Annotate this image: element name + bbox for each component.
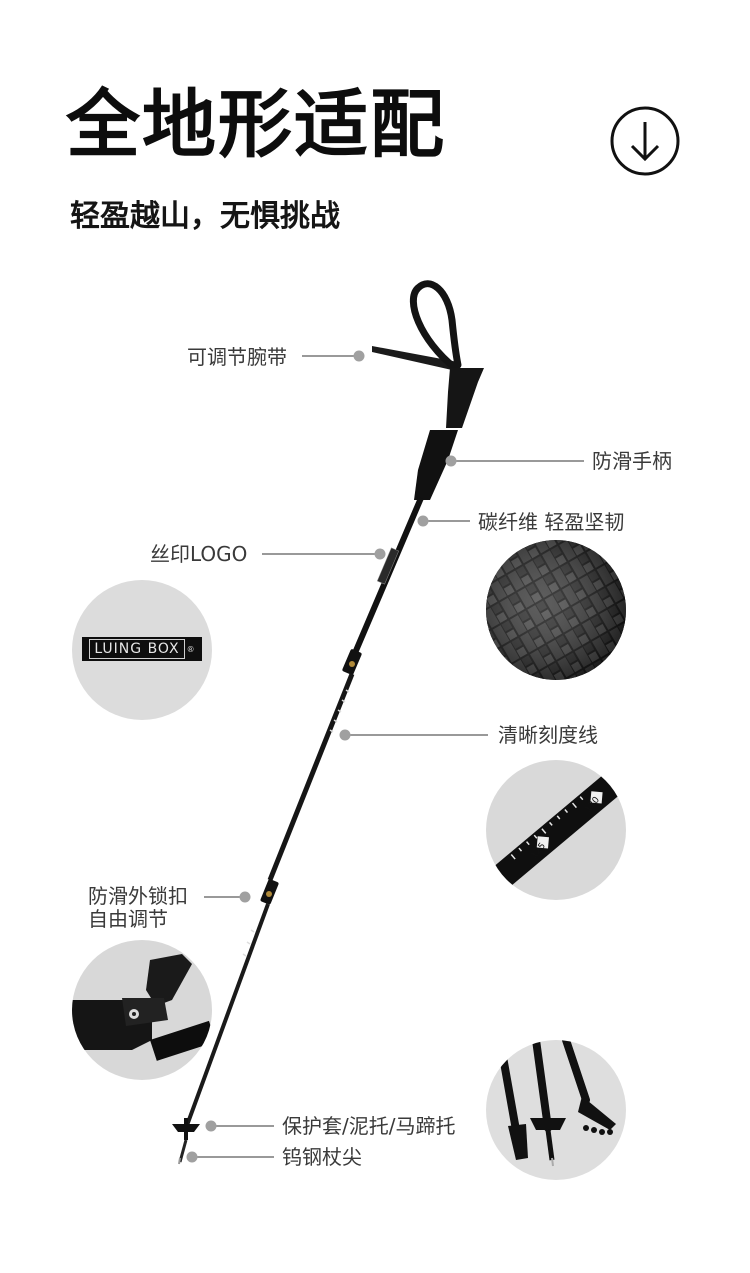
callout-dot	[353, 350, 365, 362]
callout-dot	[374, 548, 386, 560]
label-lock: 防滑外锁扣 自由调节	[88, 884, 188, 931]
grip	[414, 430, 458, 500]
label-wrist-strap: 可调节腕带	[187, 345, 287, 369]
wrist-strap-loop	[409, 280, 462, 372]
label-basket: 保护套/泥托/马蹄托	[282, 1114, 456, 1138]
logo-text: LUING BOX	[89, 639, 185, 659]
detail-tips-image	[486, 1040, 626, 1180]
callout-dot	[205, 1120, 217, 1132]
label-logo-print: 丝印LOGO	[150, 542, 248, 566]
handle-top	[446, 368, 484, 428]
wrist-strap	[372, 346, 458, 370]
label-scale-lines: 清晰刻度线	[498, 723, 598, 747]
callout-dot	[339, 729, 351, 741]
callout-dot	[445, 455, 457, 467]
tip	[178, 1139, 188, 1163]
callout-dot	[239, 891, 251, 903]
registered-mark-icon: ®	[186, 644, 195, 654]
arrow-down-circle-icon[interactable]	[608, 104, 682, 178]
shaft-lower	[184, 903, 270, 1129]
shaft-middle	[267, 673, 355, 881]
shaft-logo-print	[376, 547, 400, 585]
label-carbon: 碳纤维 轻盈坚韧	[478, 510, 625, 534]
callout-dot	[417, 515, 429, 527]
detail-scale-image: 125 130	[486, 760, 626, 900]
label-grip: 防滑手柄	[592, 449, 672, 473]
page-subtitle: 轻盈越山，无惧挑战	[70, 199, 340, 234]
detail-logo-band: LUING BOX ®	[82, 637, 202, 661]
detail-lock-image	[72, 940, 212, 1080]
page-title: 全地形适配	[66, 82, 446, 168]
detail-carbon-image	[486, 540, 626, 680]
callout-dot	[186, 1151, 198, 1163]
scale-ticks	[242, 689, 350, 957]
label-tip: 钨钢杖尖	[282, 1145, 362, 1169]
